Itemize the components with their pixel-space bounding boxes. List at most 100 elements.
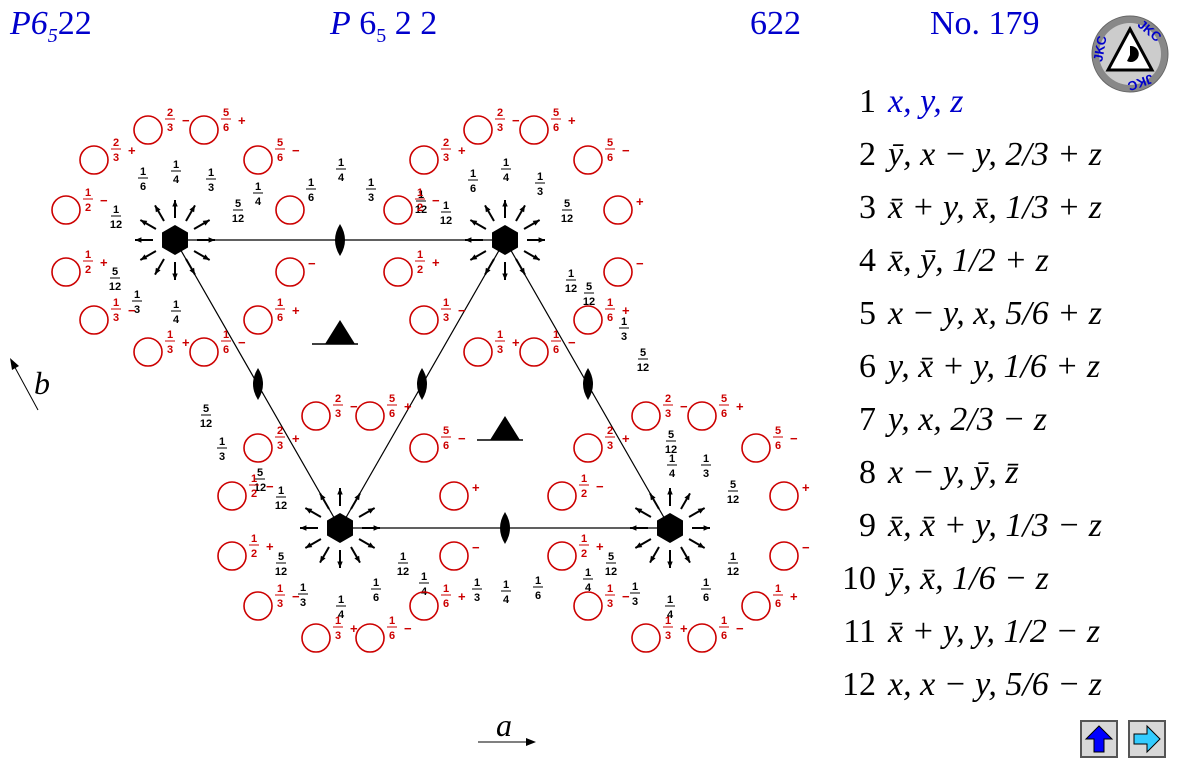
height-fraction-denominator: 12: [727, 566, 739, 578]
equivalent-position-circle: [741, 591, 771, 621]
coordinate-number: 12: [842, 666, 876, 703]
arrow-head-icon: [485, 205, 491, 213]
position-sign: −: [266, 479, 274, 494]
nav-up-button[interactable]: [1080, 720, 1118, 758]
arrow-head-icon: [667, 488, 673, 495]
arrow-head-icon: [354, 493, 360, 501]
height-fraction-denominator: 3: [665, 408, 671, 420]
position-sign: +: [790, 589, 798, 604]
height-fraction-numerator: 1: [400, 551, 406, 563]
arrow-head-icon: [172, 273, 178, 280]
height-fraction-numerator: 1: [335, 615, 341, 627]
right-arrow-icon: [1133, 724, 1161, 754]
height-fraction-numerator: 1: [474, 577, 480, 589]
height-fraction-numerator: 1: [703, 577, 709, 589]
height-fraction-numerator: 5: [607, 137, 613, 149]
arrow-head-icon: [635, 508, 643, 514]
arrow-head-icon: [305, 542, 313, 548]
height-fraction-denominator: 6: [277, 312, 283, 324]
height-fraction-denominator: 4: [173, 314, 180, 326]
height-fraction-numerator: 1: [581, 533, 587, 545]
height-fraction-numerator: 5: [223, 107, 229, 119]
coordinate-number: 9: [859, 507, 876, 544]
height-fraction-denominator: 3: [607, 440, 613, 452]
height-fraction-denominator: 3: [665, 630, 671, 642]
coordinate-expression: x̄ + y, y, 1/2 − z: [888, 613, 1101, 650]
height-fraction-denominator: 2: [417, 202, 423, 214]
height-fraction-numerator: 1: [85, 187, 91, 199]
height-fraction-numerator: 1: [338, 157, 344, 169]
nav-next-button[interactable]: [1128, 720, 1166, 758]
height-fraction-denominator: 12: [565, 283, 577, 295]
position-sign: +: [238, 113, 246, 128]
arrow-head-icon: [202, 220, 210, 226]
height-fraction-numerator: 1: [208, 167, 214, 179]
arrow-head-icon: [354, 555, 360, 563]
height-fraction-numerator: 1: [537, 171, 543, 183]
arrow-head-icon: [703, 525, 710, 531]
equivalent-position-circle: [409, 145, 439, 175]
position-sign: −: [636, 256, 644, 271]
arrow-head-icon: [650, 493, 656, 501]
threefold-screw-axis-icon: [490, 416, 520, 440]
height-fraction-numerator: 1: [255, 181, 261, 193]
arrow-head-icon: [155, 205, 161, 213]
a-axis-label: a: [496, 707, 512, 743]
coordinate-expression: x̄, x̄ + y, 1/3 − z: [888, 507, 1102, 544]
height-fraction-numerator: 1: [173, 299, 179, 311]
coordinate-number: 3: [859, 189, 876, 226]
position-sign: −: [432, 193, 440, 208]
arrow-head-icon: [300, 525, 307, 531]
sixfold-screw-axis-icon: [657, 513, 683, 543]
height-fraction-numerator: 1: [535, 575, 541, 587]
equivalent-position-circle: [133, 337, 163, 367]
position-sign: +: [622, 303, 630, 318]
height-fraction-denominator: 2: [251, 548, 257, 560]
coordinate-expression: x, y, z: [888, 83, 964, 120]
arrow-head-icon: [630, 525, 637, 531]
height-fraction-denominator: 6: [470, 183, 476, 195]
height-fraction-numerator: 1: [581, 473, 587, 485]
equivalent-position-circle: [243, 433, 273, 463]
height-fraction-denominator: 3: [474, 592, 480, 604]
position-sign: −: [472, 540, 480, 555]
position-sign: +: [736, 399, 744, 414]
height-fraction-numerator: 2: [607, 425, 613, 437]
height-fraction-numerator: 1: [251, 473, 257, 485]
height-fraction-denominator: 12: [637, 362, 649, 374]
coordinate-number: 6: [859, 348, 876, 385]
height-fraction-numerator: 1: [443, 200, 449, 212]
height-fraction-denominator: 2: [85, 264, 91, 276]
height-fraction-numerator: 1: [568, 268, 574, 280]
height-fraction-numerator: 5: [257, 467, 263, 479]
height-fraction-numerator: 1: [251, 533, 257, 545]
arrow-head-icon: [208, 237, 215, 243]
height-fraction-numerator: 2: [167, 107, 173, 119]
arrow-head-icon: [305, 508, 313, 514]
height-fraction-denominator: 6: [607, 312, 613, 324]
height-fraction-denominator: 6: [553, 122, 559, 134]
equivalent-position-circle: [741, 433, 771, 463]
position-sign: +: [802, 480, 810, 495]
arrow-head-icon: [519, 267, 525, 275]
arrow-head-icon: [635, 542, 643, 548]
height-fraction-numerator: 1: [503, 579, 509, 591]
arrow-head-icon: [485, 267, 491, 275]
height-fraction-denominator: 4: [255, 196, 262, 208]
height-fraction-numerator: 1: [585, 567, 591, 579]
short-symbol: P6522: [10, 5, 92, 47]
height-fraction-denominator: 3: [113, 152, 119, 164]
arrow-head-icon: [202, 254, 210, 260]
height-fraction-numerator: 5: [608, 551, 614, 563]
height-fraction-denominator: 3: [703, 468, 709, 480]
position-sign: +: [596, 539, 604, 554]
height-fraction-numerator: 1: [338, 594, 344, 606]
height-fraction-numerator: 1: [421, 571, 427, 583]
height-fraction-denominator: 6: [775, 598, 781, 610]
height-fraction-numerator: 5: [389, 393, 395, 405]
equivalent-position-circle: [603, 257, 633, 287]
height-fraction-numerator: 1: [443, 583, 449, 595]
